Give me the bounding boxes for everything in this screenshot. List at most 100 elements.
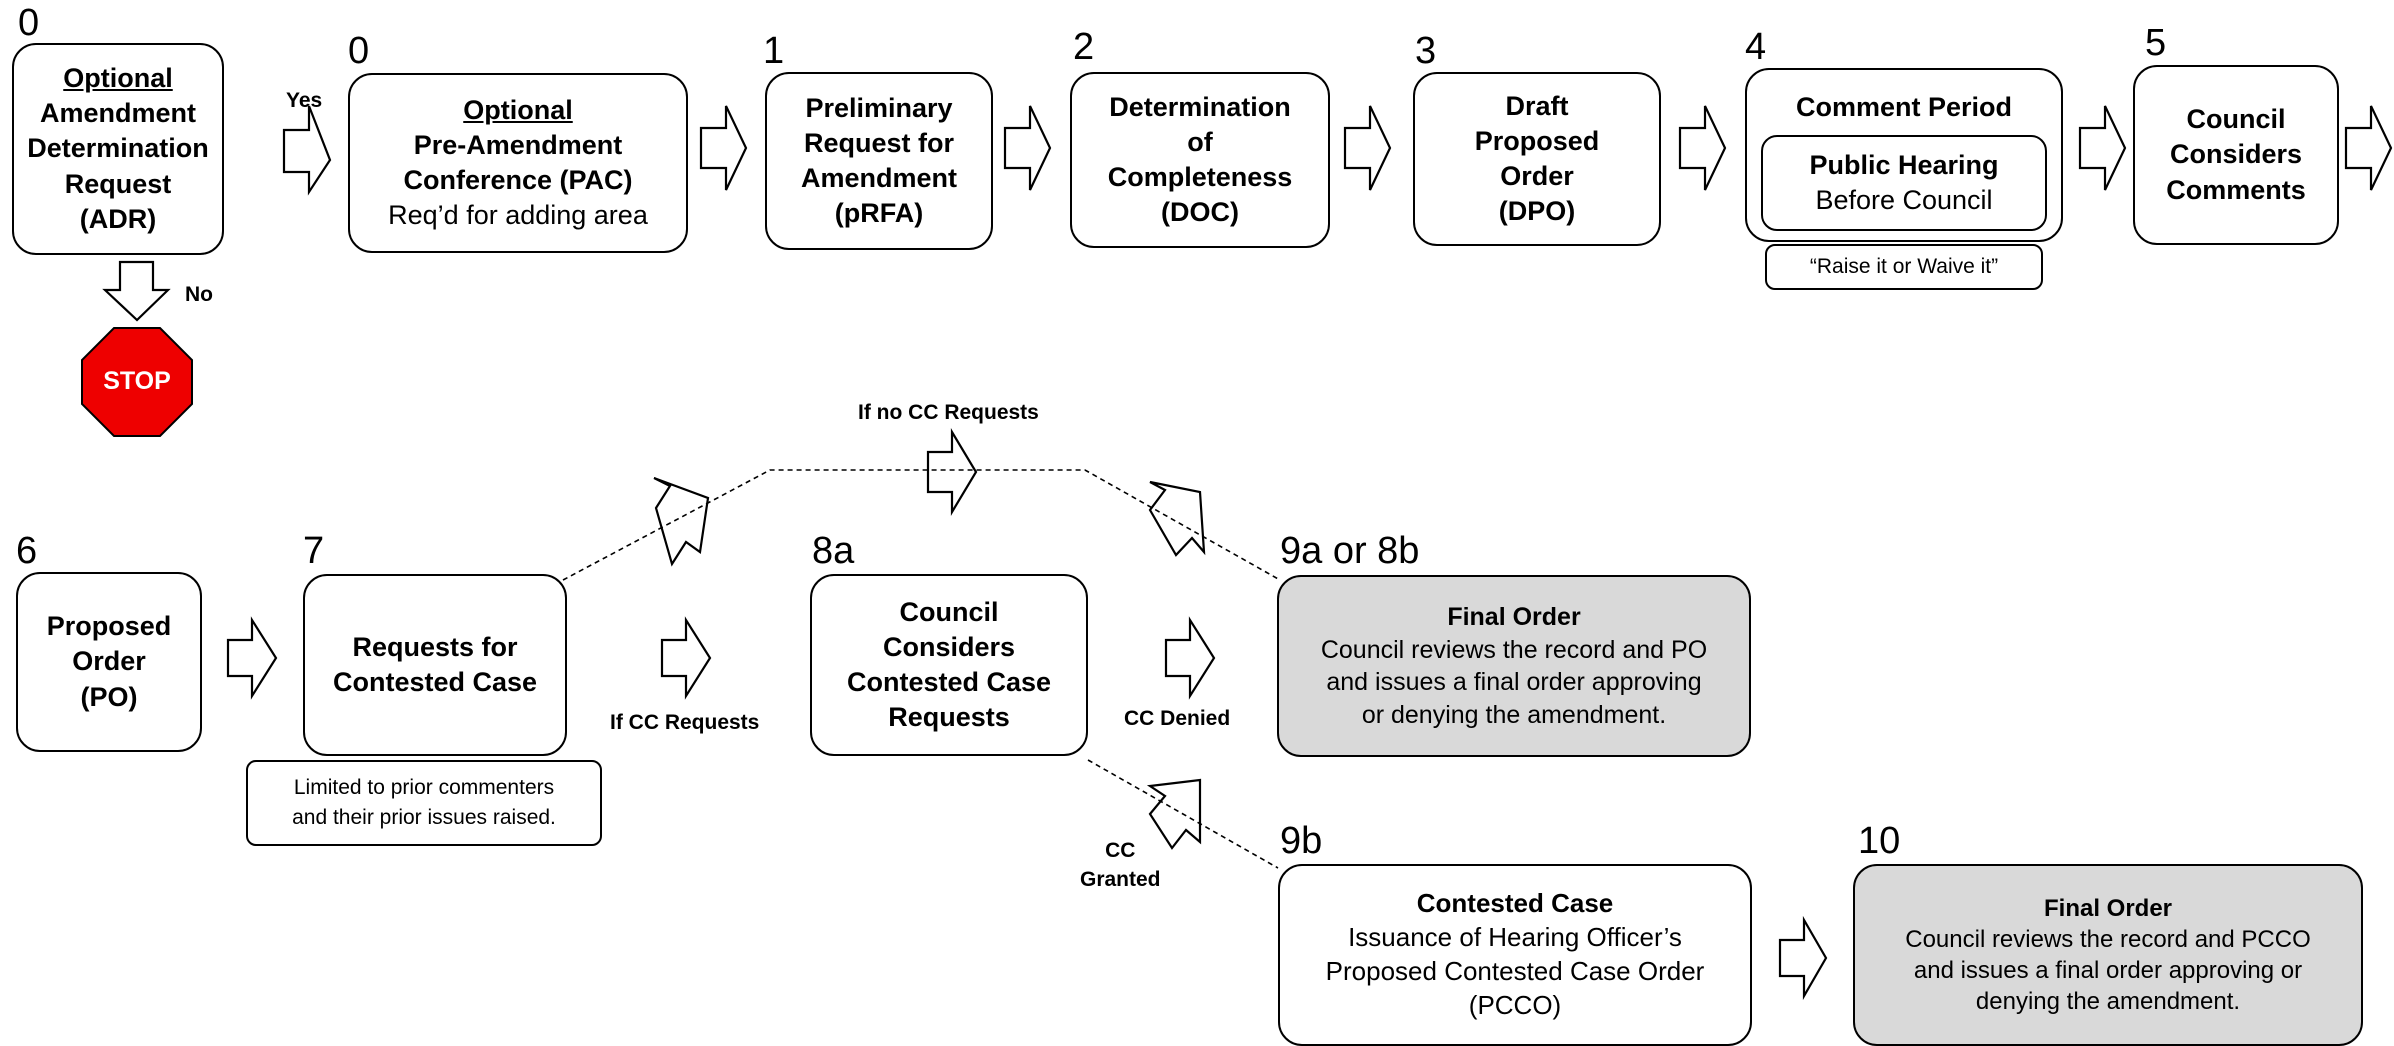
stop-sign-shape (81, 327, 193, 437)
doc-line: Determination (1109, 91, 1291, 122)
ccr-box: Council Considers Contested Case Request… (810, 574, 1088, 756)
public-hearing-box: Public Hearing Before Council (1761, 135, 2047, 232)
if-no-cc-label: If no CC Requests (858, 401, 1039, 424)
final-order-line: Council reviews the record and PCCO (1905, 925, 2311, 953)
step-number: 9b (1280, 820, 1323, 862)
arrow-council-next (2344, 105, 2393, 191)
final-order-line: denying the amendment. (1975, 988, 2241, 1016)
final-order-line: Council reviews the record and PO (1320, 635, 1708, 664)
po-line: Proposed (46, 611, 172, 642)
adr-line: (ADR) (79, 203, 157, 234)
step-number: 9a or 8b (1280, 530, 1420, 572)
doc-line: (DOC) (1161, 197, 1239, 228)
final-order-line: and issues a final order approving or (1913, 957, 2303, 984)
step-number: 1 (763, 30, 785, 72)
step-number: 3 (1415, 30, 1437, 72)
step-number: 7 (303, 530, 325, 572)
council-line: Comments (2166, 174, 2306, 205)
yes-label: Yes (286, 89, 323, 112)
prior-commenters-note: Limited to prior commenters and their pr… (246, 760, 602, 846)
dpo-line: Draft (1505, 90, 1569, 121)
prfa-line: Request for (803, 127, 955, 158)
contested-case-line: Issuance of Hearing Officer’s (1348, 922, 1682, 953)
step-number: 2 (1073, 26, 1095, 68)
final-order-line: and issues a final order approving (1326, 668, 1702, 696)
step-number: 6 (16, 530, 38, 572)
note-line: Limited to prior commenters (293, 775, 555, 799)
cc-granted-line: CC (1105, 839, 1136, 862)
council-line: Council (2186, 104, 2286, 135)
doc-box: Determination of Completeness (DOC) (1070, 72, 1330, 248)
step-number: 0 (348, 30, 370, 72)
rcc-box: Requests for Contested Case (303, 574, 567, 756)
prfa-line: Amendment (800, 163, 957, 193)
po-line: Order (72, 646, 146, 677)
step-number: 10 (1858, 820, 1901, 862)
comment-title: Comment Period (1795, 92, 2013, 122)
dashed-path-granted (1087, 759, 1279, 869)
po-line: (PO) (80, 681, 138, 712)
cc-granted-label: CC Granted (1080, 836, 1161, 895)
hearing-title: Public Hearing (1809, 150, 1999, 180)
council-line: Considers (2169, 139, 2303, 170)
adr-line: Determination (27, 133, 209, 164)
ccr-line: Contested Case (846, 667, 1052, 697)
final-order-10-box: Final Order Council reviews the record a… (1853, 864, 2363, 1046)
cc-denied-label: CC Denied (1124, 707, 1231, 730)
dpo-line: Proposed (1474, 125, 1600, 156)
optional-label: Optional (463, 94, 573, 125)
raise-waive-note: “Raise it or Waive it” (1765, 244, 2043, 290)
arrow-cc-final10 (1778, 915, 1828, 1001)
ccr-line: Council (899, 596, 999, 627)
arrow-po-rcc (226, 616, 278, 700)
adr-box: Optional Amendment Determination Request… (12, 43, 224, 255)
rcc-line: Contested Case (332, 667, 538, 697)
dpo-line: Order (1500, 161, 1574, 191)
dpo-line: (DPO) (1498, 196, 1576, 227)
arrow-dashed-mid (926, 428, 978, 516)
step-number: 4 (1745, 26, 1767, 68)
contested-case-box: Contested Case Issuance of Hearing Offic… (1278, 864, 1752, 1046)
dpo-box: Draft Proposed Order (DPO) (1413, 72, 1661, 246)
pac-title: Conference (PAC) (403, 165, 633, 195)
contested-case-line: Proposed Contested Case Order (1325, 956, 1705, 986)
prfa-line: Preliminary (805, 92, 953, 123)
arrow-adr-pac (282, 105, 332, 196)
cc-granted-line: Granted (1080, 868, 1161, 892)
step-number: 0 (18, 2, 40, 44)
adr-line: Request (64, 168, 172, 199)
arrow-prfa-doc (1003, 105, 1052, 191)
prfa-line: (pRFA) (834, 198, 924, 229)
arrow-dashed-up (653, 476, 710, 567)
ccr-line: Considers (882, 631, 1016, 662)
ccr-line: Requests (888, 702, 1010, 733)
step-number: 8a (812, 530, 855, 572)
adr-line: Amendment (39, 98, 196, 129)
contested-case-title: Contested Case (1416, 888, 1614, 919)
arrow-adr-stop (102, 260, 171, 322)
pac-title: Pre-Amendment (413, 129, 623, 160)
if-cc-label: If CC Requests (610, 711, 760, 734)
arrow-dashed-granted (1146, 778, 1202, 850)
pac-sub: Req’d for adding area (388, 200, 648, 231)
arrow-dashed-down (1148, 480, 1206, 557)
arrow-pac-prfa (699, 105, 748, 191)
rcc-line: Requests for (352, 631, 518, 662)
note-line: and their prior issues raised. (292, 806, 556, 829)
dashed-path-no-cc (562, 469, 1281, 581)
council-box: Council Considers Comments (2133, 65, 2339, 245)
pac-box: Optional Pre-Amendment Conference (PAC) … (348, 73, 688, 253)
optional-label: Optional (63, 63, 173, 94)
arrow-rcc-ccr (660, 616, 712, 700)
arrow-dpo-comment (1678, 105, 1727, 191)
final-order-9a-box: Final Order Council reviews the record a… (1277, 575, 1751, 757)
po-box: Proposed Order (PO) (16, 572, 202, 752)
hearing-sub: Before Council (1815, 185, 1993, 216)
comment-box: Comment Period Public Hearing Before Cou… (1745, 68, 2063, 242)
doc-line: of (1187, 126, 1213, 157)
final-order-title: Final Order (1447, 603, 1581, 631)
arrow-doc-dpo (1343, 105, 1392, 191)
doc-line: Completeness (1107, 162, 1293, 192)
arrow-comment-council (2078, 105, 2127, 191)
